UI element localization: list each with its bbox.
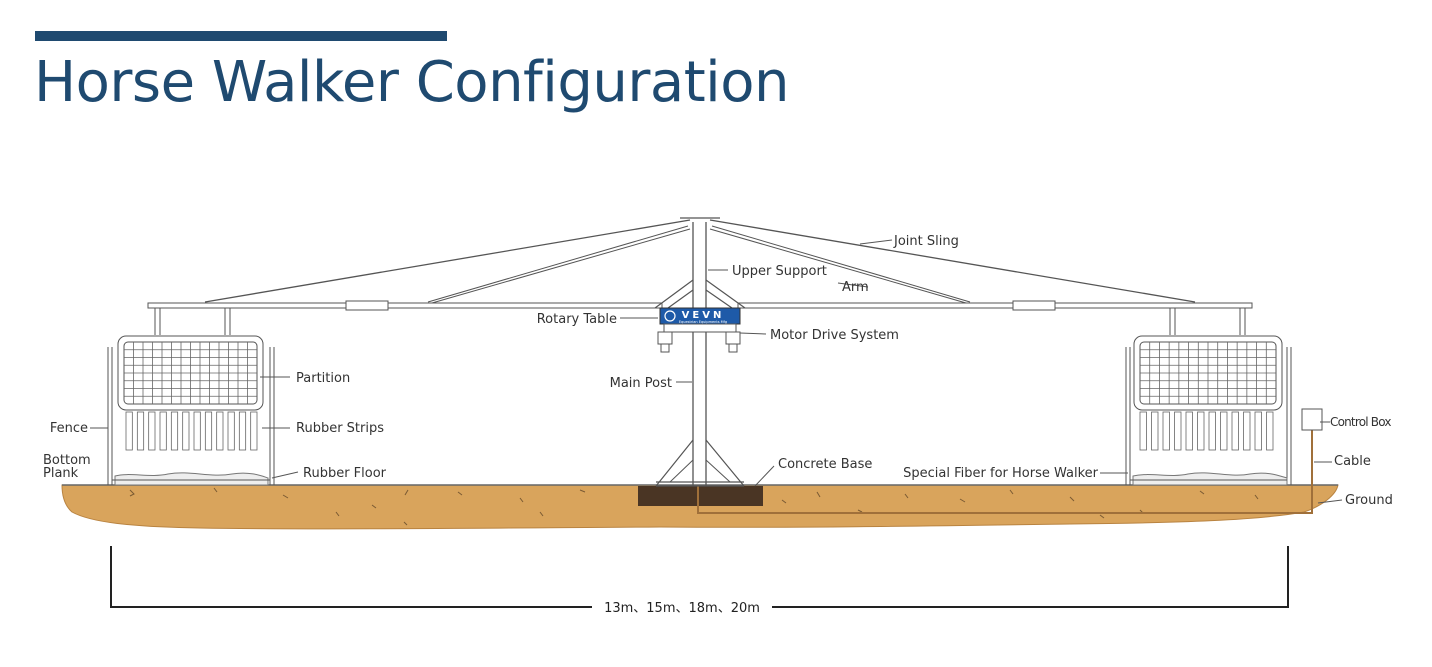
label-bottom-plank-2: Plank xyxy=(43,466,79,481)
label-ground: Ground xyxy=(1345,493,1393,508)
rubber-strip xyxy=(1151,411,1159,451)
motor-drive-system xyxy=(657,331,741,353)
right-paddock xyxy=(1125,335,1292,486)
soil-texture xyxy=(129,487,1259,526)
dimension-line xyxy=(110,546,1289,608)
rubber-strip xyxy=(1162,411,1170,451)
left-paddock xyxy=(107,335,275,486)
leader-lines xyxy=(90,239,1343,504)
label-fence: Fence xyxy=(50,421,88,436)
rubber-strip xyxy=(193,411,201,451)
top-beam xyxy=(147,300,1253,335)
label-special-fiber: Special Fiber for Horse Walker xyxy=(903,466,1098,481)
label-bottom-plank-1: Bottom xyxy=(43,453,91,468)
rubber-strip xyxy=(1243,411,1251,451)
rubber-strip xyxy=(148,411,156,451)
rubber-strip xyxy=(227,411,235,451)
rubber-strips xyxy=(1139,411,1274,451)
rubber-strip xyxy=(170,411,179,451)
control-box xyxy=(1301,408,1323,431)
label-rubber-floor: Rubber Floor xyxy=(303,466,387,481)
label-arm: Arm xyxy=(842,280,869,295)
label-rotary-table: Rotary Table xyxy=(537,312,617,327)
label-rubber-strips: Rubber Strips xyxy=(296,421,384,436)
label-control-box: Control Box xyxy=(1330,415,1391,429)
concrete-base xyxy=(638,486,763,506)
rubber-strip xyxy=(1139,411,1147,451)
label-motor-drive-system: Motor Drive System xyxy=(770,328,899,343)
rubber-floor xyxy=(1132,472,1288,486)
label-partition: Partition xyxy=(296,371,350,386)
partition-grid xyxy=(124,342,257,404)
partition-grid xyxy=(1140,342,1276,404)
main-post xyxy=(655,222,745,487)
rubber-strip xyxy=(1185,411,1193,451)
rubber-strip xyxy=(216,411,224,451)
logo-text: VEVN xyxy=(682,310,725,321)
joint-sling xyxy=(204,217,1196,303)
upper-support xyxy=(654,279,746,309)
rubber-strips xyxy=(125,411,258,451)
label-concrete-base: Concrete Base xyxy=(778,457,872,472)
rubber-strip xyxy=(136,411,145,451)
rubber-strip xyxy=(238,411,247,451)
label-main-post: Main Post xyxy=(610,376,672,391)
cable-line xyxy=(697,430,1313,514)
dimension-label: 13m、15m、18m、20m xyxy=(604,601,760,616)
rubber-strip xyxy=(250,411,258,451)
rubber-strip xyxy=(1231,411,1239,451)
rubber-strip xyxy=(182,411,190,451)
rubber-strip xyxy=(159,411,167,451)
label-cable: Cable xyxy=(1334,454,1371,469)
logo-subtext: Equestrian Equipments Mfg xyxy=(679,320,727,324)
title-accent-bar xyxy=(35,31,447,41)
arm xyxy=(427,225,971,304)
label-upper-support: Upper Support xyxy=(732,264,827,279)
rubber-strip xyxy=(1208,411,1216,451)
rubber-strip xyxy=(1254,411,1262,451)
rubber-strip xyxy=(1174,411,1182,451)
page-title: Horse Walker Configuration xyxy=(34,50,789,115)
ground-soil xyxy=(61,484,1339,530)
rubber-strip xyxy=(1220,411,1228,451)
label-joint-sling: Joint Sling xyxy=(893,234,959,249)
rubber-strip xyxy=(125,411,133,451)
rubber-strip xyxy=(1197,411,1205,451)
rotary-table: VEVN Equestrian Equipments Mfg xyxy=(659,307,741,333)
rubber-strip xyxy=(204,411,213,451)
rubber-strip xyxy=(1266,411,1274,451)
rubber-floor xyxy=(114,472,269,486)
